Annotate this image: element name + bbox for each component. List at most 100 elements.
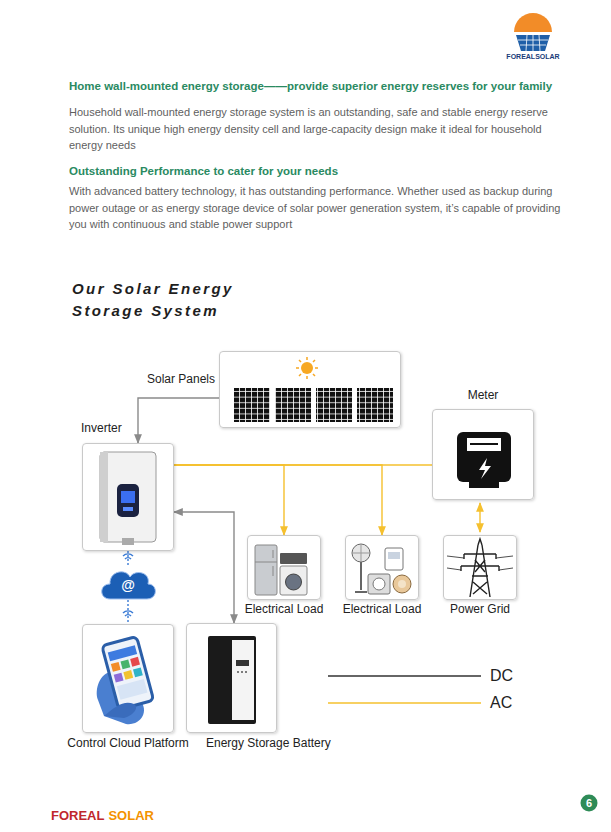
load-box: Electrical Load [247,535,321,600]
phone-in-hand [130,657,140,667]
section-heading: Home wall-mounted energy storage——provid… [69,79,604,94]
load-box: Electrical Load [345,535,419,600]
inverter-box: Inverter [82,443,174,551]
battery-cabinet [232,640,254,720]
power-pylon [461,554,499,571]
phone-in-hand [102,636,154,709]
meter-icon [479,458,491,479]
connector [174,465,284,535]
node-label: Meter [468,388,499,402]
cloud-shape: @ [98,566,158,600]
legend-label: DC [490,666,513,686]
node-label: Power Grid [450,602,510,616]
inverter-device [121,491,135,503]
connector [479,503,480,532]
diagram-title: Our Solar Energy Storage System [72,278,287,322]
section-heading: Outstanding Performance to cater for you… [69,164,569,179]
battery-cabinet [208,636,256,724]
node-label: Solar Panels [147,372,215,386]
phone-in-hand [117,679,148,700]
logo-text: FOREALSOLAR [503,53,563,60]
home-devices [368,574,390,594]
node-label: Inverter [81,421,122,435]
home-devices [353,545,369,561]
appliances [280,553,307,564]
page-badge [581,795,598,812]
inverter-device [117,484,139,517]
footer-brand: FOREAL [51,808,104,823]
meter-icon [457,432,511,488]
solar-panel [357,388,393,422]
body-paragraph: With advanced battery technology, it has… [69,183,564,233]
inverter-device [100,452,156,545]
appliances [255,550,277,576]
home-devices [355,562,367,592]
footer-brand: SOLAR [108,808,154,823]
battery-box: Energy Storage Battery [186,623,277,733]
inverter-device [123,507,133,511]
phone-in-hand [133,667,143,677]
connector [174,465,382,535]
node-label: Control Cloud Platform [67,736,188,750]
cloud-outline [102,572,156,599]
appliances [280,566,307,595]
solar-panels-box: Solar Panels [219,351,401,428]
phone-in-hand [123,670,133,680]
power-pylon [461,554,499,594]
node-label: Energy Storage Battery [206,736,331,750]
battery-cabinet [237,671,239,673]
legend-line-sample [328,702,481,703]
battery-cabinet [236,660,249,666]
battery-cabinet [241,671,243,673]
connector [138,398,219,443]
home-devices [352,544,411,594]
sun-icon [296,357,318,379]
legend-label: AC [490,693,512,713]
logo-icon [514,13,552,51]
power-pylon [447,556,513,570]
home-devices [385,548,403,570]
solar-panel [234,388,393,422]
appliances [286,574,302,590]
phone-in-hand [97,636,154,724]
connector [127,600,128,624]
meter-icon [467,438,501,451]
home-devices [388,552,400,559]
inverter-device [122,538,134,545]
connector [127,551,128,566]
meter-box: Meter [432,409,534,500]
phone-in-hand [121,659,131,669]
node-label: Electrical Load [245,602,324,616]
solar-panel [234,388,270,422]
inverter-device [100,452,108,542]
body-paragraph: Household wall-mounted energy storage sy… [69,104,564,154]
phone-in-hand [111,662,121,672]
power-pylon [447,539,513,597]
meter-icon [470,443,498,445]
appliances [255,545,307,595]
power-grid-box: Power Grid [443,535,517,600]
logo-icon [514,13,552,32]
meter-icon [457,432,511,482]
phone-in-hand [104,703,136,718]
legend-line-sample [328,675,481,676]
battery-cabinet [208,636,256,724]
inverter-device [100,452,156,542]
node-label: @ [121,578,135,592]
home-devices [393,575,411,593]
phone-in-hand [102,636,154,709]
logo-icon [518,35,548,51]
solar-panel [275,388,311,422]
appliances [255,545,277,595]
meter-icon [469,482,499,488]
home-devices [352,544,370,562]
logo-icon [516,35,550,51]
home-devices [373,578,385,590]
node-label: Electrical Load [343,602,422,616]
page-number: 6 [583,796,595,810]
platform-box: Control Cloud Platform [82,624,174,733]
sun-icon [296,357,318,379]
home-devices [398,580,406,588]
connector [174,512,234,623]
sun-icon [301,362,313,374]
